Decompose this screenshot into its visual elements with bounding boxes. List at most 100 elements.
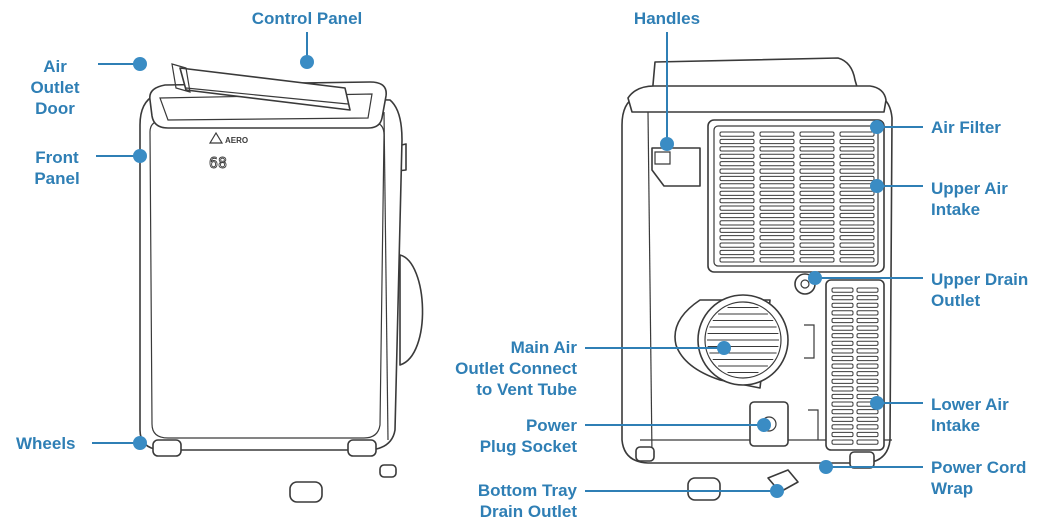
grille-slot <box>759 212 795 219</box>
callout-dot <box>133 57 147 71</box>
grille-slot <box>759 257 795 263</box>
grille-slot <box>719 257 755 263</box>
grille-slot <box>759 153 795 159</box>
grille-slot <box>719 161 755 167</box>
grille-slot <box>831 302 854 308</box>
grille-slot <box>856 295 879 301</box>
grille-slot <box>799 257 835 263</box>
grille-slot <box>759 198 795 204</box>
grille-slot <box>839 153 875 159</box>
label-line: Front <box>35 148 79 167</box>
grille-slot <box>799 153 835 159</box>
lower-air-intake-grille <box>831 287 879 445</box>
grille-slot <box>799 212 835 219</box>
callout-dot <box>870 120 884 134</box>
grille-slot <box>719 205 755 211</box>
grille-slot <box>839 249 875 256</box>
label-line: to Vent Tube <box>476 380 577 399</box>
upper-air-intake-grille <box>719 131 875 263</box>
grille-slot <box>839 257 875 263</box>
grille-slot <box>856 409 879 415</box>
grille-slot <box>856 287 879 293</box>
grille-slot <box>759 249 795 256</box>
label-line: Wrap <box>931 479 973 498</box>
grille-slot <box>831 333 854 339</box>
grille-slot <box>856 386 879 392</box>
grille-slot <box>799 220 835 226</box>
callout-dot <box>870 396 884 410</box>
label-line: Outlet <box>931 291 980 310</box>
grille-slot <box>831 295 854 301</box>
grille-slot <box>831 355 854 362</box>
grille-slot <box>799 183 835 189</box>
grille-slot <box>799 168 835 174</box>
grille-slot <box>839 205 875 211</box>
grille-slot <box>759 168 795 174</box>
digital-display: 68 <box>209 154 227 172</box>
grille-slot <box>831 439 854 445</box>
control-panel-label: Control Panel <box>252 9 363 28</box>
callout-dot <box>770 484 784 498</box>
grille-slot <box>856 325 879 331</box>
grille-slot <box>799 249 835 256</box>
label-line: Intake <box>931 416 980 435</box>
callout-dot <box>133 149 147 163</box>
grille-slot <box>856 317 879 324</box>
grille-slot <box>831 371 854 377</box>
grille-slot <box>856 378 879 384</box>
grille-slot <box>856 310 879 316</box>
grille-slot <box>856 439 879 445</box>
grille-slot <box>831 431 854 438</box>
air-filter-label: Air Filter <box>931 118 1001 137</box>
grille-slot <box>719 198 755 204</box>
grille-slot <box>856 340 879 346</box>
callout-dot <box>870 179 884 193</box>
grille-slot <box>719 138 755 145</box>
grille-slot <box>759 175 795 182</box>
label-line: Control Panel <box>252 9 363 28</box>
grille-slot <box>759 190 795 196</box>
grille-slot <box>856 348 879 354</box>
grille-slot <box>719 249 755 256</box>
grille-slot <box>839 220 875 226</box>
grille-slot <box>759 183 795 189</box>
label-line: Power Cord <box>931 458 1026 477</box>
grille-slot <box>839 131 875 137</box>
grille-slot <box>856 302 879 308</box>
grille-slot <box>831 409 854 415</box>
grille-slot <box>719 212 755 219</box>
callout-dot <box>819 460 833 474</box>
grille-slot <box>759 227 795 233</box>
grille-slot <box>799 205 835 211</box>
label-line: Air <box>43 57 67 76</box>
grille-slot <box>831 424 854 430</box>
grille-slot <box>856 424 879 430</box>
callout-dot <box>133 436 147 450</box>
grille-slot <box>719 146 755 152</box>
grille-slot <box>831 340 854 346</box>
grille-slot <box>759 146 795 152</box>
grille-slot <box>759 138 795 145</box>
grille-slot <box>839 168 875 174</box>
grille-slot <box>831 416 854 422</box>
grille-slot <box>799 190 835 196</box>
grille-slot <box>831 287 854 293</box>
label-line: Upper Air <box>931 179 1008 198</box>
callout-dot <box>660 137 674 151</box>
label-line: Plug Socket <box>480 437 578 456</box>
callout-dot <box>757 418 771 432</box>
grille-slot <box>839 146 875 152</box>
